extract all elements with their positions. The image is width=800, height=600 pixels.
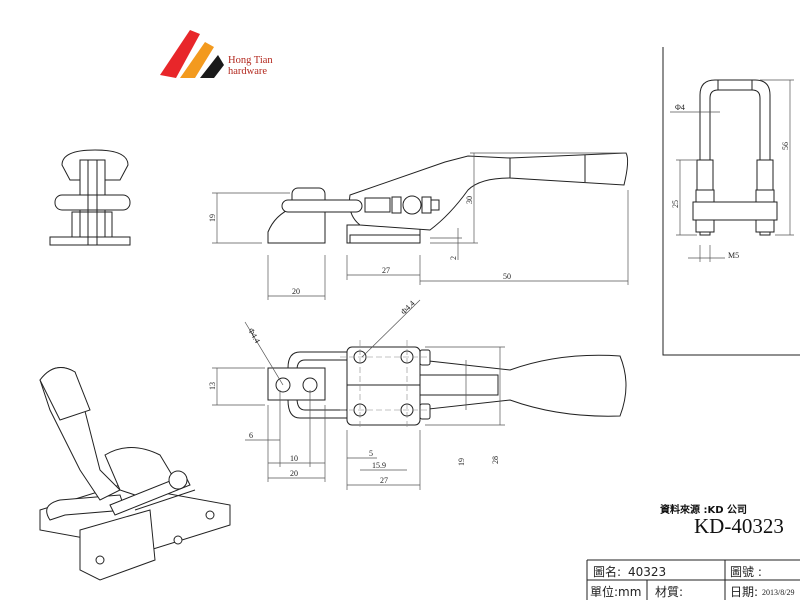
- dim-pad-width: 20: [292, 287, 300, 296]
- side-view: 19 30 2 20 27 50: [208, 152, 629, 300]
- drawing-number-label: 圖號 :: [730, 565, 762, 579]
- source-label: 資料來源 :KD 公司: [660, 503, 747, 516]
- dim-hole-left: Φ4.4: [246, 327, 262, 345]
- dim-base-width-top: 27: [380, 476, 388, 485]
- logo-text-line2: hardware: [228, 66, 267, 77]
- dim-hole-span: 19: [457, 458, 466, 466]
- drawing-name-value: 40323: [628, 565, 666, 579]
- front-view: [49, 149, 131, 246]
- date-label: 日期:: [730, 585, 758, 599]
- dim-body-width: 28: [491, 456, 500, 464]
- dim-hole-pitch: 15.9: [372, 461, 386, 470]
- hong-tian-logo: Hong Tian hardware: [160, 30, 273, 78]
- dim-edge2: 5: [369, 449, 373, 458]
- dim-base-width: 27: [382, 266, 390, 275]
- dim-thread-size: M5: [728, 251, 739, 260]
- dim-offset: 2: [449, 256, 458, 260]
- dim-handle-height: 30: [465, 196, 474, 204]
- isometric-view: [39, 367, 231, 581]
- date-value: 2013/8/29: [762, 588, 794, 597]
- part-code: KD-40323: [694, 514, 784, 538]
- material-label: 材質:: [655, 584, 683, 599]
- dim-rod-dia: Φ4: [675, 103, 685, 112]
- ubolt-panel: Φ4 56 25 M5: [662, 47, 800, 356]
- dim-width: 13: [208, 382, 217, 390]
- unit-label: 單位:mm: [590, 584, 641, 599]
- dim-thread: 25: [671, 200, 680, 208]
- dim-pitch: 10: [290, 454, 298, 463]
- dim-handle-length: 50: [503, 272, 511, 281]
- logo-text-line1: Hong Tian: [228, 55, 273, 66]
- drawing-name-label: 圖名:: [593, 564, 621, 579]
- dim-hole-right: Φ4.4: [399, 299, 417, 317]
- dim-height: 19: [208, 214, 217, 222]
- dim-pad-width: 20: [290, 469, 298, 478]
- dim-ubolt-height: 56: [781, 142, 790, 150]
- title-block: 圖名: 40323 圖號 : 單位:mm 材質: 日期: 2013/8/29: [586, 559, 800, 600]
- top-view: Φ4.4 Φ4.4 13 6 10 20 5 15.9 27 19 28: [208, 299, 627, 490]
- dim-edge: 6: [249, 431, 253, 440]
